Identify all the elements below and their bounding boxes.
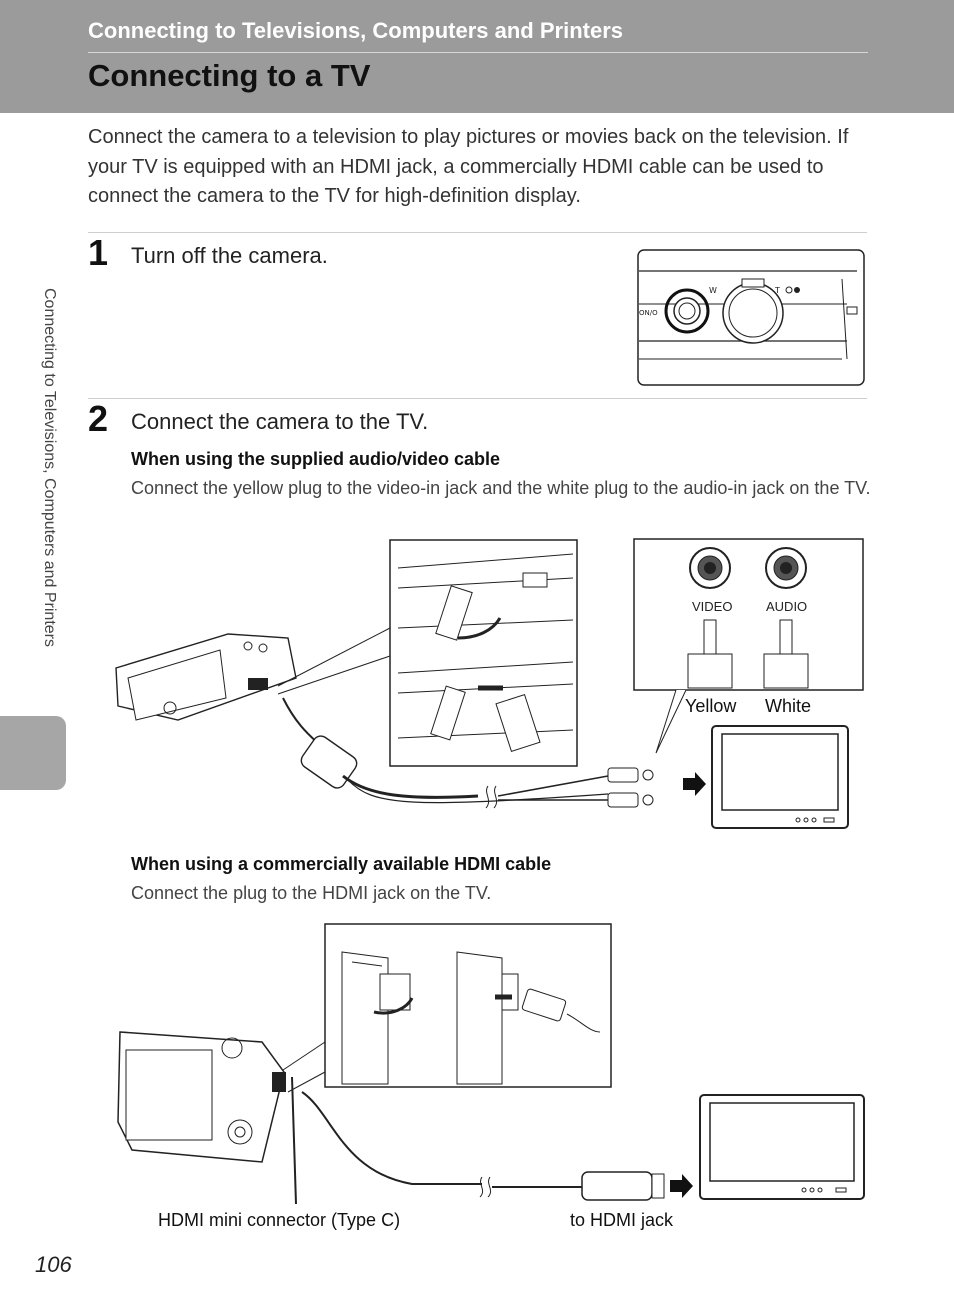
camera-power-button-illustration: ON/O W T	[637, 249, 865, 386]
step-divider	[88, 232, 867, 233]
hdmi-cable-instructions: Connect the plug to the HDMI jack on the…	[131, 883, 492, 903]
step-1-number: 1	[88, 232, 109, 273]
svg-text:T: T	[774, 286, 780, 295]
page-number: 106	[35, 1252, 72, 1277]
video-jack-label: VIDEO	[692, 599, 733, 614]
av-cable-connection-illustration	[115, 538, 864, 829]
step-2-text: Connect the camera to the TV.	[131, 409, 429, 434]
svg-text:ON/O: ON/O	[639, 309, 658, 317]
audio-jack-label: AUDIO	[766, 599, 808, 614]
step-divider	[88, 398, 867, 399]
hdmi-cable-connection-illustration	[117, 923, 865, 1205]
av-cable-heading: When using the supplied audio/video cabl…	[131, 449, 501, 469]
hdmi-mini-connector-label: HDMI mini connector (Type C)	[158, 1210, 401, 1230]
section-title: Connecting to Televisions, Computers and…	[88, 18, 624, 43]
svg-text:W: W	[709, 286, 717, 295]
page-title: Connecting to a TV	[88, 58, 371, 93]
yellow-plug-label: Yellow	[685, 696, 737, 716]
chapter-thumb-tab	[0, 716, 66, 790]
header-divider	[88, 52, 868, 53]
hdmi-cable-heading: When using a commercially available HDMI…	[131, 854, 552, 874]
step-2-number: 2	[88, 398, 109, 439]
white-plug-label: White	[765, 696, 812, 716]
chapter-header: Connecting to Televisions, Computers and…	[0, 0, 954, 113]
step-1-text: Turn off the camera.	[131, 243, 328, 268]
intro-paragraph: Connect the camera to a television to pl…	[88, 126, 849, 207]
sidebar-chapter-label: Connecting to Televisions, Computers and…	[41, 288, 58, 647]
hdmi-jack-label: to HDMI jack	[570, 1210, 674, 1230]
av-cable-instructions: Connect the yellow plug to the video-in …	[131, 478, 871, 498]
